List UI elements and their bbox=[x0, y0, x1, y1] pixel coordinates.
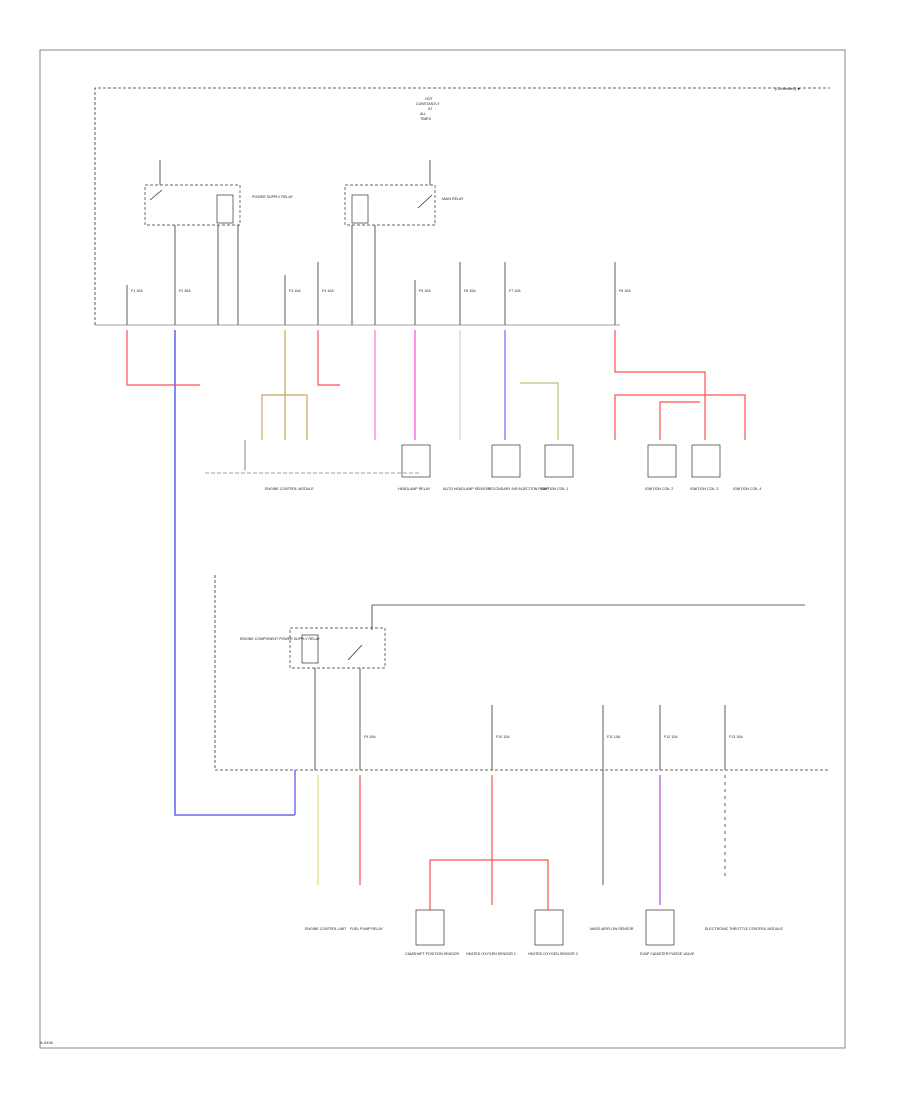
svg-text:POWER SUPPLY RELAY: POWER SUPPLY RELAY bbox=[252, 195, 294, 199]
svg-text:ALL: ALL bbox=[420, 112, 426, 116]
component-ignition-coil-3: IGNITION COIL 3 bbox=[690, 444, 721, 491]
fuse-label: F3 10A bbox=[289, 289, 301, 293]
red-wire-1 bbox=[126, 330, 200, 386]
relay-3-feed bbox=[371, 604, 805, 630]
svg-text:FUEL PUMP RELAY: FUEL PUMP RELAY bbox=[350, 927, 383, 931]
top-feed-wires bbox=[126, 225, 616, 325]
component-ignition-coil-1: IGNITION COIL 1 bbox=[540, 444, 574, 491]
svg-text:EVAP CANISTER PURGE VALVE: EVAP CANISTER PURGE VALVE bbox=[640, 952, 695, 956]
top-fuse-labels: F1 10A F2 30A F3 10A F4 10A F5 10A F6 10… bbox=[131, 289, 631, 293]
svg-text:TIMES: TIMES bbox=[420, 117, 432, 121]
fuse-label: F1 10A bbox=[131, 289, 143, 293]
svg-text:HOT: HOT bbox=[425, 97, 433, 101]
fuse-label: F2 30A bbox=[179, 289, 191, 293]
blue-feed-wire bbox=[174, 330, 295, 816]
red-wire-2 bbox=[317, 330, 340, 386]
red-wire-bottom-3 bbox=[429, 859, 492, 910]
fuse-label: F8 10A bbox=[619, 289, 631, 293]
middle-bus bbox=[214, 575, 830, 771]
svg-text:ENGINE COMPONENT POWER SUPPLY: ENGINE COMPONENT POWER SUPPLY RELAY bbox=[240, 637, 321, 641]
fuse-label: F10 10A bbox=[496, 735, 510, 739]
fuse-label: F13 10A bbox=[729, 735, 743, 739]
top-power-bus bbox=[94, 87, 830, 325]
fuse-label: F11 10A bbox=[607, 735, 621, 739]
red-coil-1 bbox=[614, 394, 705, 440]
svg-text:IGNITION COIL 4: IGNITION COIL 4 bbox=[733, 487, 761, 491]
svg-text:MASS AIRFLOW SENSOR: MASS AIRFLOW SENSOR bbox=[590, 927, 634, 931]
top-components: ENGINE CONTROL MODULE HEADLAMP RELAY AUT… bbox=[244, 440, 761, 491]
component-fuel-pump-relay: FUEL PUMP RELAY bbox=[350, 927, 383, 931]
svg-text:CAMSHAFT POSITION SENSOR: CAMSHAFT POSITION SENSOR bbox=[405, 952, 459, 956]
svg-text:IGNITION COIL 2: IGNITION COIL 2 bbox=[645, 487, 673, 491]
component-auto-headlamp-sensor: AUTO HEADLAMP SENSOR bbox=[443, 487, 490, 491]
component-ho2s-2: HEATED OXYGEN SENSOR 2 bbox=[528, 909, 578, 956]
fuse-label: F6 10A bbox=[464, 289, 476, 293]
continued-label: (Continued) ► bbox=[775, 86, 801, 91]
bottom-feed-wires bbox=[314, 668, 726, 885]
page-frame bbox=[39, 49, 846, 1049]
component-engine-control-module: ENGINE CONTROL MODULE bbox=[244, 440, 314, 491]
svg-text:ENGINE CONTROL UNIT: ENGINE CONTROL UNIT bbox=[305, 927, 347, 931]
component-engine-control-unit: ENGINE CONTROL UNIT bbox=[305, 927, 347, 931]
component-headlamp-relay: HEADLAMP RELAY bbox=[398, 444, 431, 491]
svg-text:IGNITION COIL 3: IGNITION COIL 3 bbox=[690, 487, 718, 491]
svg-text:AUTO HEADLAMP SENSOR: AUTO HEADLAMP SENSOR bbox=[443, 487, 490, 491]
svg-text:IGNITION COIL 1: IGNITION COIL 1 bbox=[540, 487, 568, 491]
bottom-fuse-labels: F9 10A F10 10A F11 10A F12 10A F13 10A bbox=[364, 735, 743, 739]
engine-component-relay: ENGINE COMPONENT POWER SUPPLY RELAY bbox=[240, 627, 386, 669]
component-ho2s-1: HEATED OXYGEN SENSOR 1 bbox=[466, 952, 516, 956]
page-id: A-5456 bbox=[40, 1040, 53, 1045]
svg-text:HEATED OXYGEN SENSOR 1: HEATED OXYGEN SENSOR 1 bbox=[466, 952, 516, 956]
svg-text:AT: AT bbox=[428, 107, 433, 111]
red-coil-trunk bbox=[614, 330, 746, 440]
tan-bundle-2 bbox=[285, 394, 308, 440]
component-ignition-coil-4: IGNITION COIL 4 bbox=[733, 487, 761, 491]
svg-text:SECONDARY AIR INJECTION PUMP: SECONDARY AIR INJECTION PUMP bbox=[488, 487, 549, 491]
svg-text:ENGINE CONTROL MODULE: ENGINE CONTROL MODULE bbox=[265, 487, 314, 491]
svg-text:MAIN RELAY: MAIN RELAY bbox=[442, 197, 464, 201]
bottom-components: ENGINE CONTROL UNIT FUEL PUMP RELAY CAMS… bbox=[305, 909, 783, 956]
top-colored-wires bbox=[126, 330, 746, 440]
component-throttle-module: ELECTRONIC THROTTLE CONTROL MODULE bbox=[705, 927, 783, 931]
svg-text:HEATED OXYGEN SENSOR 2: HEATED OXYGEN SENSOR 2 bbox=[528, 952, 578, 956]
tan-bundle-1 bbox=[261, 330, 286, 440]
main-relay: MAIN RELAY bbox=[344, 160, 464, 226]
component-camshaft-sensor: CAMSHAFT POSITION SENSOR bbox=[405, 909, 459, 956]
power-supply-relay: POWER SUPPLY RELAY bbox=[144, 160, 294, 226]
svg-text:CONSTANTLY: CONSTANTLY bbox=[416, 102, 440, 106]
fuse-label: F12 10A bbox=[664, 735, 678, 739]
red-coil-2 bbox=[659, 401, 700, 440]
component-ignition-coil-2: IGNITION COIL 2 bbox=[645, 444, 677, 491]
svg-text:HEADLAMP RELAY: HEADLAMP RELAY bbox=[398, 487, 431, 491]
fuse-label: F7 10A bbox=[509, 289, 521, 293]
component-maf-sensor: MASS AIRFLOW SENSOR bbox=[590, 927, 634, 931]
hot-at-all-times-label: HOT CONSTANTLY AT ALL TIMES bbox=[416, 97, 440, 121]
component-secondary-air-pump: SECONDARY AIR INJECTION PUMP bbox=[488, 444, 549, 491]
fuse-label: F4 10A bbox=[322, 289, 334, 293]
red-wire-bottom-4 bbox=[492, 859, 549, 910]
component-evap-valve: EVAP CANISTER PURGE VALVE bbox=[640, 909, 695, 956]
bottom-colored-wires bbox=[294, 770, 726, 910]
fuse-label: F9 10A bbox=[364, 735, 376, 739]
green-wire bbox=[520, 382, 559, 440]
fuse-label: F5 10A bbox=[419, 289, 431, 293]
svg-text:ELECTRONIC THROTTLE CONTROL MO: ELECTRONIC THROTTLE CONTROL MODULE bbox=[705, 927, 783, 931]
